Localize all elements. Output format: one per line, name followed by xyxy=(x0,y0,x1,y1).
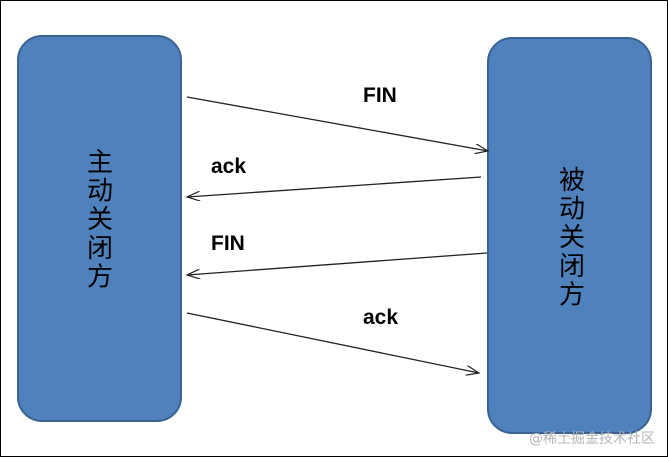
fin-label-1: FIN xyxy=(363,84,397,107)
passive-closer-box xyxy=(487,37,652,434)
fin-label-2: FIN xyxy=(211,232,245,255)
passive-closer-label: 被动关闭方 xyxy=(559,166,585,310)
active-closer-label: 主动关闭方 xyxy=(87,148,113,292)
ack-label-1: ack xyxy=(211,155,246,178)
active-closer-box xyxy=(17,35,182,422)
fin-arrow-2 xyxy=(187,252,488,275)
ack-label-2: ack xyxy=(363,306,398,329)
ack-arrow-2 xyxy=(186,312,479,373)
ack-arrow-1 xyxy=(187,176,482,197)
watermark-text: @稀土掘金技术社区 xyxy=(529,431,655,447)
fin-arrow-1 xyxy=(186,96,488,151)
